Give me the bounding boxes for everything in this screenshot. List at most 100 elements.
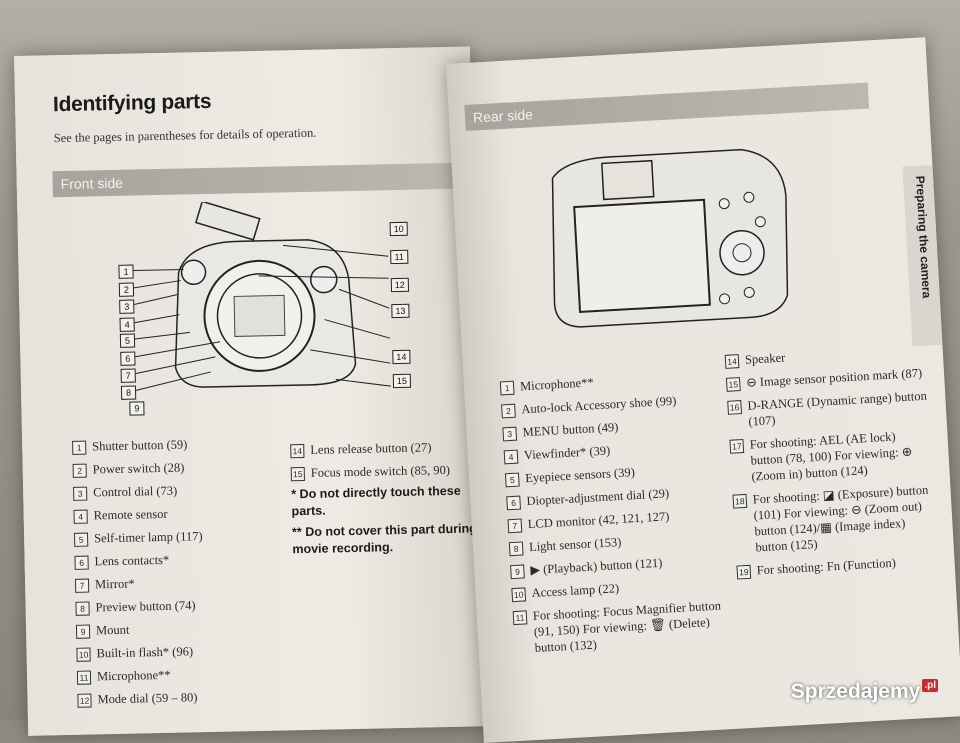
item-number: 1 (499, 380, 515, 396)
callout-5: 5 (119, 333, 136, 348)
list-item: 6 Lens contacts* (74, 549, 284, 570)
item-text: For shooting: Fn (Function) (756, 555, 897, 578)
item-text: Speaker (744, 350, 786, 367)
section-header-front: Front side (52, 162, 461, 198)
rear-camera-diagram (551, 148, 789, 328)
item-text: ⊖ Image sensor position mark (87) (745, 365, 923, 390)
item-number: 3 (502, 426, 518, 442)
item-text: Built-in flash* (96) (96, 644, 194, 661)
site-watermark: Sprzedajemy.pl (790, 679, 938, 704)
item-text: Mode dial (59 – 80) (97, 690, 198, 707)
callout-15: 15 (392, 373, 412, 389)
item-number: 6 (74, 555, 89, 570)
note-text-2: Do not cover this part during movie reco… (292, 521, 477, 557)
item-number: 1 (72, 440, 87, 455)
item-number: 3 (73, 486, 88, 501)
item-number: 10 (76, 647, 91, 662)
note-do-not-touch: * Do not directly touch these parts. (291, 482, 477, 520)
page-subtitle: See the pages in parentheses for details… (53, 125, 317, 146)
item-text: Mount (95, 622, 130, 638)
item-number: 11 (512, 610, 528, 626)
item-number: 9 (75, 624, 91, 639)
item-text: Preview button (74) (95, 598, 196, 615)
item-number: 4 (503, 449, 519, 465)
list-item: 10 Built-in flash* (96) (76, 641, 286, 662)
callout-8: 8 (120, 385, 137, 400)
note-mark-1: * (291, 487, 297, 502)
item-text: For shooting: Focus Magnifier button (91… (532, 598, 722, 655)
item-number: 19 (736, 564, 752, 580)
item-text: D-RANGE (Dynamic range) button (107) (747, 388, 928, 429)
callout-7: 7 (120, 368, 136, 383)
item-number: 10 (511, 587, 527, 603)
list-item: 7 Mirror* (74, 572, 285, 593)
item-text: Lens contacts* (94, 552, 170, 569)
note-mark-2: ** (291, 525, 302, 540)
page-title: Identifying parts (52, 89, 212, 117)
item-number: 17 (729, 438, 745, 454)
list-item: 9 Mount (75, 618, 286, 639)
item-text: Lens release button (27) (310, 440, 432, 457)
item-text: Control dial (73) (93, 483, 178, 500)
front-camera-diagram (128, 200, 392, 393)
item-number: 5 (504, 472, 520, 488)
item-text: Self-timer lamp (117) (93, 529, 203, 546)
item-number: 15 (725, 377, 741, 392)
list-item: 1 Shutter button (59) (72, 434, 282, 455)
callout-4: 4 (119, 317, 135, 332)
item-text: Eyepiece sensors (39) (524, 465, 636, 486)
item-number: 8 (75, 601, 90, 616)
item-text: LCD monitor (42, 121, 127) (527, 509, 670, 532)
callout-3: 3 (119, 299, 135, 314)
callout-12: 12 (390, 277, 410, 293)
callout-13: 13 (391, 303, 410, 319)
item-text: Auto-lock Accessory shoe (99) (521, 393, 677, 417)
item-text: Diopter-adjustment dial (29) (526, 486, 670, 509)
item-text: Viewfinder* (39) (523, 443, 611, 463)
callout-14: 14 (392, 349, 411, 365)
left-page: Identifying parts See the pages in paren… (14, 46, 485, 736)
item-number: 7 (74, 578, 90, 593)
item-text: Shutter button (59) (92, 437, 188, 454)
list-item: 2 Power switch (28) (72, 457, 283, 478)
list-item: 14 Lens release button (27) (290, 438, 480, 459)
note-text-1: Do not directly touch these parts. (291, 483, 461, 519)
item-number: 2 (501, 403, 516, 419)
item-text: For shooting: AEL (AE lock) button (78, … (749, 429, 913, 484)
list-item: 8 Preview button (74) (75, 595, 285, 616)
item-number: 2 (72, 463, 87, 478)
item-number: 14 (290, 444, 305, 459)
item-number: 7 (507, 518, 523, 534)
callout-9: 9 (129, 401, 145, 416)
callout-6: 6 (120, 351, 136, 366)
list-item: 15 ⊖ Image sensor position mark (87) (725, 365, 927, 392)
item-text: Remote sensor (93, 506, 168, 523)
list-item: 4 Remote sensor (73, 503, 283, 524)
item-text: MENU button (49) (522, 419, 619, 440)
item-number: 4 (73, 509, 88, 524)
item-number: 8 (508, 541, 524, 557)
callout-2: 2 (118, 282, 135, 297)
item-number: 16 (727, 400, 743, 415)
item-text: Access lamp (22) (531, 581, 620, 601)
list-item: 16 D-RANGE (Dynamic range) button (107) (727, 388, 928, 431)
item-number: 11 (76, 670, 92, 685)
item-text: Power switch (28) (92, 460, 185, 477)
watermark-tld: .pl (922, 679, 938, 692)
item-number: 9 (510, 564, 525, 580)
item-number: 14 (724, 354, 740, 369)
item-text: Mirror* (94, 576, 135, 592)
item-text: For shooting: ◪ (Exposure) button (101) … (752, 482, 929, 555)
watermark-name: Sprzedajemy (790, 680, 921, 703)
item-text: Microphone** (519, 375, 594, 394)
